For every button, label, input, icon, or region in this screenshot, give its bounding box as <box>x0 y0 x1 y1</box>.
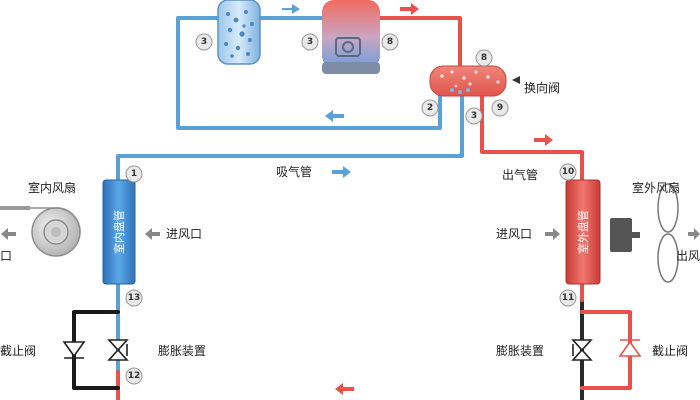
svg-text:3: 3 <box>201 37 207 47</box>
svg-text:12: 12 <box>128 371 141 381</box>
flow-arrows <box>1 3 700 395</box>
reversing-valve <box>429 65 520 97</box>
arrow-left-return <box>325 110 344 122</box>
badge-valve-2: 2 <box>421 99 439 117</box>
indoor-bypass-loop <box>72 310 120 390</box>
expansion-device-right <box>571 339 593 361</box>
suction-loop-pipe <box>176 16 442 130</box>
arrow-indoor-inlet <box>145 228 160 240</box>
arrow-indoor-outlet <box>1 228 16 240</box>
accumulator <box>217 0 261 65</box>
outdoor-coil <box>565 179 601 285</box>
badge-accumulator: 3 <box>195 33 213 51</box>
label-shutoff-right: 截止阀 <box>652 344 688 358</box>
expansion-device-left <box>107 339 129 361</box>
label-discharge-pipe: 出气管 <box>502 167 538 182</box>
arrow-right-top-2 <box>400 3 419 15</box>
pipes <box>72 16 632 400</box>
badge-valve-top: 8 <box>475 49 493 67</box>
arrow-left-bottom <box>335 383 354 395</box>
svg-text:1: 1 <box>131 169 137 179</box>
indoor-fan <box>0 206 81 257</box>
arrow-right-discharge <box>534 134 553 146</box>
indoor-coil <box>102 179 136 285</box>
outdoor-gas-pipe <box>480 94 584 182</box>
label-suction-pipe: 吸气管 <box>276 164 312 179</box>
svg-text:3: 3 <box>307 37 313 47</box>
label-expansion-left: 膨胀装置 <box>158 344 206 358</box>
svg-text:3: 3 <box>471 111 477 121</box>
label-indoor-coil: 室内盘管 <box>112 210 126 254</box>
svg-text:10: 10 <box>562 167 575 177</box>
label-outdoor-outlet: 出风 <box>676 249 700 263</box>
arrow-right-suction <box>332 166 351 178</box>
arrow-outdoor-outlet <box>688 228 700 240</box>
badge-valve-9: 9 <box>491 99 509 117</box>
svg-text:13: 13 <box>128 293 141 303</box>
badge-10: 10 <box>559 163 577 181</box>
badge-11: 11 <box>559 289 577 307</box>
badge-compressor-out: 8 <box>381 33 399 51</box>
badge-1: 1 <box>125 165 143 183</box>
number-badges: 3 3 8 8 2 3 9 1 10 11 12 13 <box>125 33 577 385</box>
label-outdoor-coil: 室外盘管 <box>576 210 590 254</box>
svg-text:9: 9 <box>497 103 503 113</box>
badge-13: 13 <box>125 289 143 307</box>
svg-text:8: 8 <box>387 37 393 47</box>
label-outdoor-fan: 室外风扇 <box>632 180 680 195</box>
svg-text:11: 11 <box>562 293 575 303</box>
arrow-right-top-1 <box>282 4 300 14</box>
arrow-outdoor-inlet <box>545 228 560 240</box>
outdoor-fan <box>610 183 679 283</box>
svg-text:2: 2 <box>427 103 433 113</box>
indoor-gas-pipe <box>116 94 464 182</box>
compressor-discharge-pipe <box>378 16 462 70</box>
label-indoor-outlet: 口 <box>0 249 12 263</box>
badge-12: 12 <box>125 367 143 385</box>
label-indoor-inlet: 进风口 <box>166 227 202 241</box>
compressor <box>322 0 380 74</box>
labels: 换向阀 吸气管 出气管 室内风扇 室外风扇 进风口 进风口 口 出风 截止阀 截… <box>0 80 700 358</box>
shutoff-valve-right <box>618 339 642 357</box>
badge-valve-3: 3 <box>465 107 483 125</box>
label-indoor-fan: 室内风扇 <box>28 180 76 195</box>
svg-text:8: 8 <box>481 53 487 63</box>
badge-compressor-in: 3 <box>301 33 319 51</box>
label-reversing-valve: 换向阀 <box>524 80 560 95</box>
label-expansion-right: 膨胀装置 <box>496 344 544 358</box>
outdoor-bypass-loop <box>580 310 632 390</box>
shutoff-valve-left <box>62 341 86 359</box>
label-shutoff-left: 截止阀 <box>0 344 36 358</box>
label-outdoor-inlet: 进风口 <box>496 227 532 241</box>
